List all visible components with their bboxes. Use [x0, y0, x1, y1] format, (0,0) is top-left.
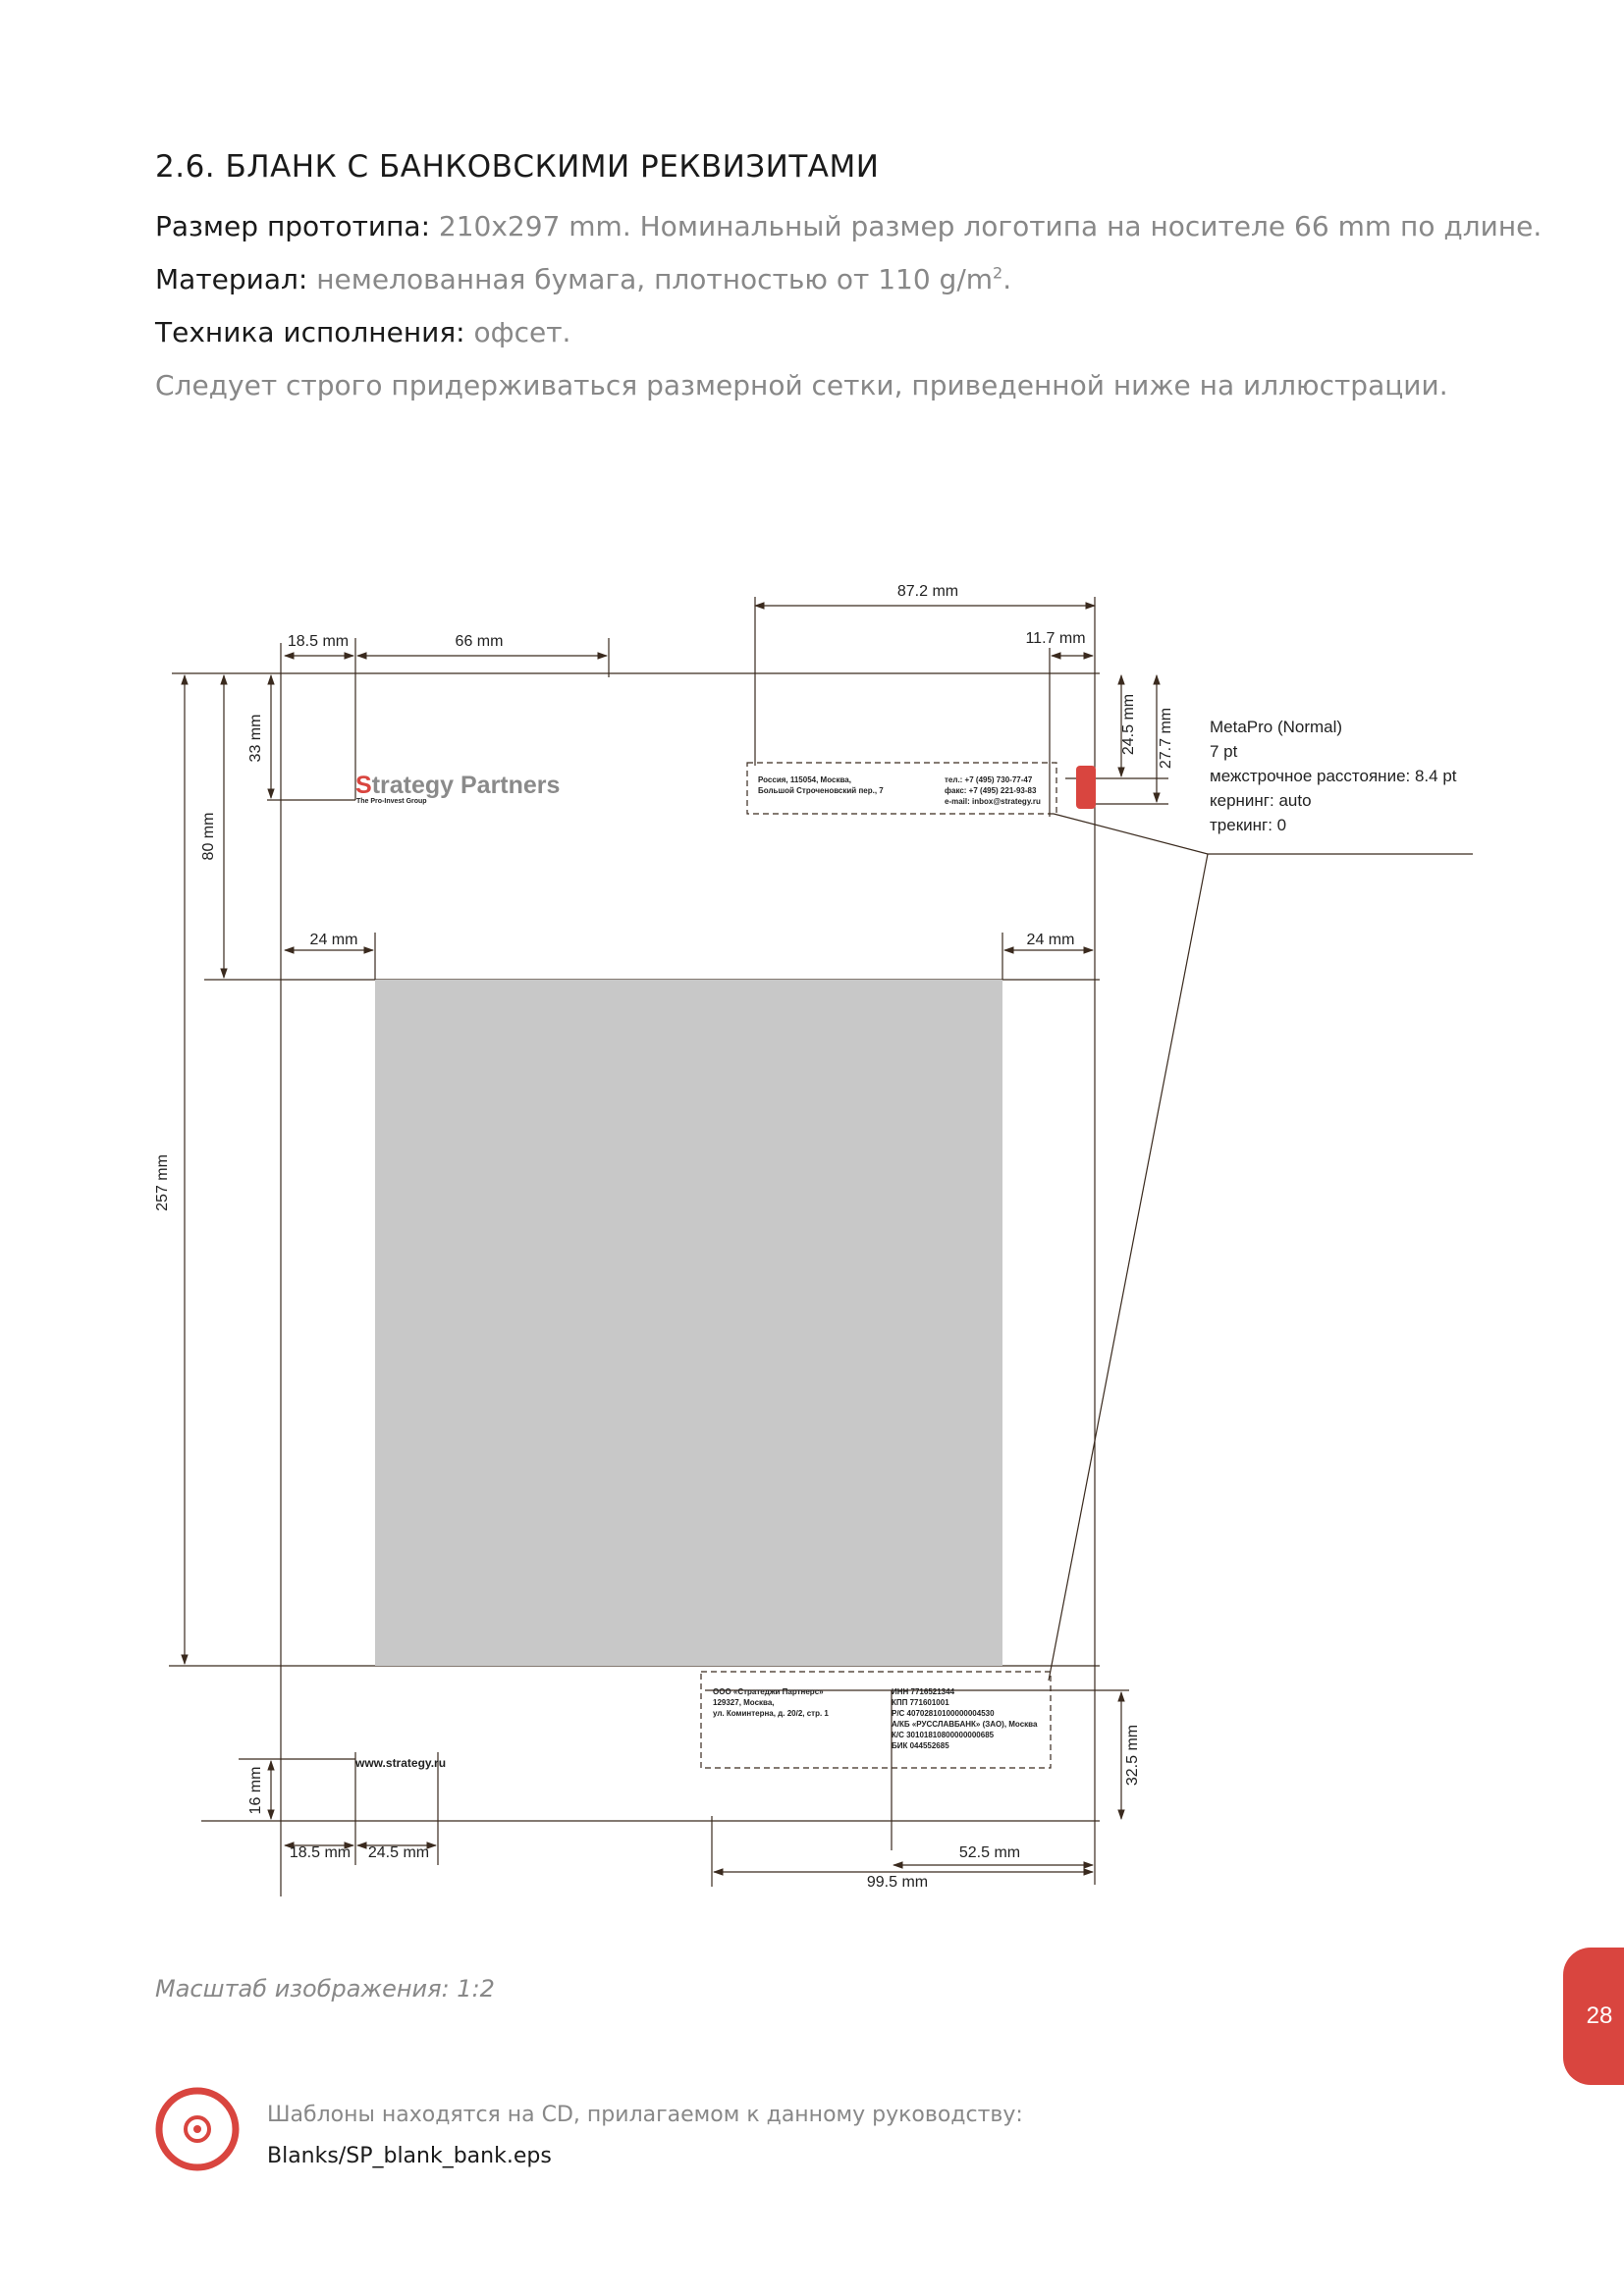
- dim-24-left: 24 mm: [310, 932, 358, 948]
- cd-disc-icon: [155, 2087, 240, 2171]
- dim-16: 16 mm: [247, 1767, 264, 1815]
- logo-initial: S: [355, 772, 372, 799]
- logo-text: trategy Partners: [372, 772, 561, 799]
- spec-note: Следует строго придерживаться размерной …: [155, 369, 1448, 401]
- page-number: 28: [1586, 2002, 1613, 2029]
- spec-size-value: 210x297 mm. Номинальный размер логотипа …: [438, 210, 1543, 242]
- spec-material: Материал: немелованная бумага, плотность…: [155, 263, 1011, 295]
- header-contact-block-frame: [746, 762, 1057, 815]
- footer-bank: А/КБ «РУССЛАВБАНК» (ЗАО), Москва: [892, 1720, 1038, 1729]
- spec-material-label: Материал:: [155, 263, 308, 295]
- scale-note: Масштаб изображения: 1:2: [155, 1975, 495, 2002]
- footer-website: www.strategy.ru: [354, 1756, 446, 1770]
- dim-87-2: 87.2 mm: [897, 583, 958, 600]
- spec-material-value: немелованная бумага, плотностью от 110 g…: [316, 263, 994, 295]
- callout-leading: межстрочное расстояние: 8.4 pt: [1210, 767, 1457, 785]
- dim-52-5: 52.5 mm: [959, 1844, 1020, 1861]
- logo-wordmark: Strategy Partners: [355, 772, 560, 799]
- dim-24-5-bottom: 24.5 mm: [368, 1844, 429, 1861]
- footer-rs: Р/С 40702810100000004530: [892, 1709, 995, 1718]
- header-email: e-mail: inbox@strategy.ru: [945, 797, 1041, 806]
- footer-ks: К/С 30101810800000000685: [892, 1731, 995, 1739]
- logo-tagline: The Pro-Invest Group: [356, 798, 427, 805]
- letterhead-drawing: 87.2 mm 18.5 mm 66 mm 11.7 mm 24 mm 24 m…: [154, 583, 1473, 1896]
- dim-18-5-top: 18.5 mm: [288, 633, 349, 650]
- letter-text-area: [375, 980, 1002, 1666]
- dim-27-7: 27.7 mm: [1158, 708, 1174, 769]
- page-number-tab: [1563, 1948, 1624, 2085]
- spec-size: Размер прототипа: 210x297 mm. Номинальны…: [155, 210, 1542, 242]
- footer-company: ООО «Стратеджи Партнерс»: [713, 1687, 824, 1696]
- dim-24-5: 24.5 mm: [1120, 694, 1137, 755]
- footer-bik: БИК 044552685: [892, 1741, 949, 1750]
- footer-templates-note: Шаблоны находятся на CD, прилагаемом к д…: [267, 2103, 1023, 2127]
- spec-material-end: .: [1002, 263, 1012, 295]
- footer-kpp: КПП 771601001: [892, 1698, 949, 1707]
- spec-material-sup: 2: [993, 263, 1003, 283]
- footer-bank-block-frame: [700, 1671, 1052, 1769]
- dim-66: 66 mm: [456, 633, 504, 650]
- callout-kerning: кернинг: auto: [1210, 791, 1312, 810]
- footer-inn: ИНН 7716521344: [892, 1687, 955, 1696]
- dim-18-5-bottom: 18.5 mm: [290, 1844, 351, 1861]
- footer-template-file: Blanks/SP_blank_bank.eps: [267, 2144, 552, 2168]
- header-addr2: Большой Строченовский пер., 7: [758, 786, 884, 795]
- dim-11-7: 11.7 mm: [1025, 630, 1085, 647]
- callout-tracking: трекинг: 0: [1210, 816, 1286, 834]
- dim-32-5: 32.5 mm: [1124, 1725, 1141, 1786]
- footer-addr2: ул. Коминтерна, д. 20/2, стр. 1: [713, 1709, 829, 1718]
- spec-technique: Техника исполнения: офсет.: [155, 316, 570, 348]
- callout-leader-footer: [1048, 853, 1209, 1682]
- callout-size: 7 pt: [1210, 742, 1238, 761]
- dim-80: 80 mm: [200, 813, 217, 861]
- header-tel: тел.: +7 (495) 730-77-47: [945, 775, 1033, 784]
- spec-technique-label: Техника исполнения:: [155, 316, 465, 348]
- dim-33: 33 mm: [247, 715, 264, 763]
- dim-99-5: 99.5 mm: [867, 1874, 928, 1891]
- dim-257: 257 mm: [154, 1154, 171, 1211]
- spec-size-label: Размер прототипа:: [155, 210, 431, 242]
- spec-technique-value: офсет.: [473, 316, 571, 348]
- section-heading: 2.6. БЛАНК С БАНКОВСКИМИ РЕКВИЗИТАМИ: [155, 149, 880, 185]
- header-fax: факс: +7 (495) 221-93-83: [945, 786, 1037, 795]
- dim-24-right: 24 mm: [1027, 932, 1075, 948]
- accent-marker: [1076, 766, 1096, 809]
- footer-addr1: 129327, Москва,: [713, 1698, 775, 1707]
- header-addr1: Россия, 115054, Москва,: [758, 775, 851, 784]
- callout-font: MetaPro (Normal): [1210, 718, 1342, 736]
